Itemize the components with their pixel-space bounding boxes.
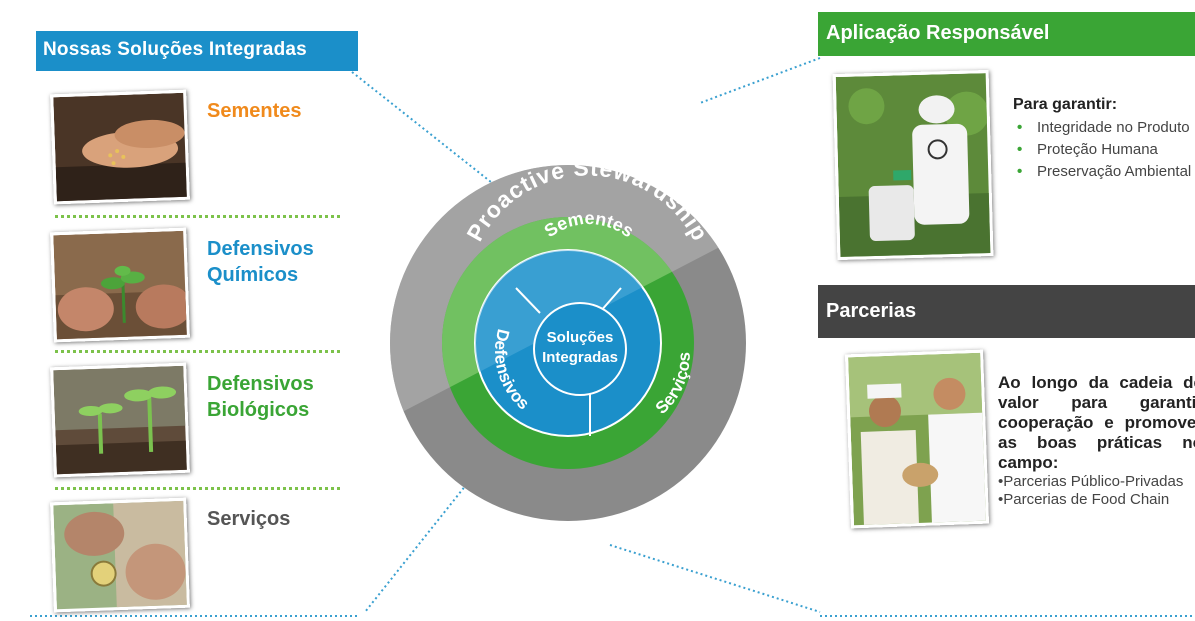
solution-label: Serviços	[207, 508, 291, 530]
core-label-line2: Integradas	[542, 349, 618, 366]
aplicacao-banner: Aplicação Responsável	[818, 12, 1195, 56]
core-label-line1: Soluções	[547, 329, 614, 346]
separator-dotted	[55, 350, 340, 353]
separator-dotted	[55, 215, 340, 218]
segment-divider	[599, 287, 622, 313]
solution-label: Defensivos Biológicos	[207, 373, 314, 421]
solution-item-defensivos-biologicos: Defensivos Biológicos	[50, 362, 352, 485]
seedling-hands-photo	[50, 227, 190, 343]
bullet-item: Proteção Humana	[1015, 140, 1195, 159]
segment-divider	[515, 287, 541, 314]
parcerias-description: Ao longo da cadeia de valor para garanti…	[998, 373, 1195, 472]
parcerias-list: •Parcerias Público-Privadas •Parcerias d…	[998, 473, 1195, 509]
solution-item-defensivos-quimicos: Defensivos Químicos	[50, 227, 352, 350]
connector-line-bottom-right	[609, 544, 821, 613]
left-panel-banner: Nossas Soluções Integradas	[36, 31, 358, 71]
connector-line-top-right	[699, 57, 821, 104]
parcerias-item: •Parcerias Público-Privadas	[998, 473, 1184, 490]
connector-line-bottom-left	[364, 479, 471, 613]
parcerias-banner: Parcerias	[818, 285, 1195, 338]
bullet-item: Preservação Ambiental	[1015, 162, 1195, 181]
bullet-item: Integridade no Produto	[1015, 118, 1195, 137]
separator-dotted	[55, 487, 340, 490]
para-garantir-heading: Para garantir:	[1013, 96, 1118, 113]
solution-label: Sementes	[207, 100, 302, 122]
solution-label: Defensivos Químicos	[207, 238, 314, 286]
core-circle	[533, 302, 627, 396]
parcerias-item: •Parcerias de Food Chain	[998, 491, 1170, 508]
solution-item-servicos: Serviços	[50, 497, 352, 620]
garantir-bullet-list: Integridade no Produto Proteção Humana P…	[1015, 118, 1195, 184]
farmers-handshake-photo	[845, 349, 989, 529]
sprayer-worker-photo	[832, 69, 994, 261]
seeds-photo	[50, 89, 190, 205]
inspection-photo	[50, 497, 190, 613]
solution-item-sementes: Sementes	[50, 89, 352, 212]
connector-line-top-left	[351, 71, 521, 206]
sprouts-photo	[50, 362, 190, 478]
